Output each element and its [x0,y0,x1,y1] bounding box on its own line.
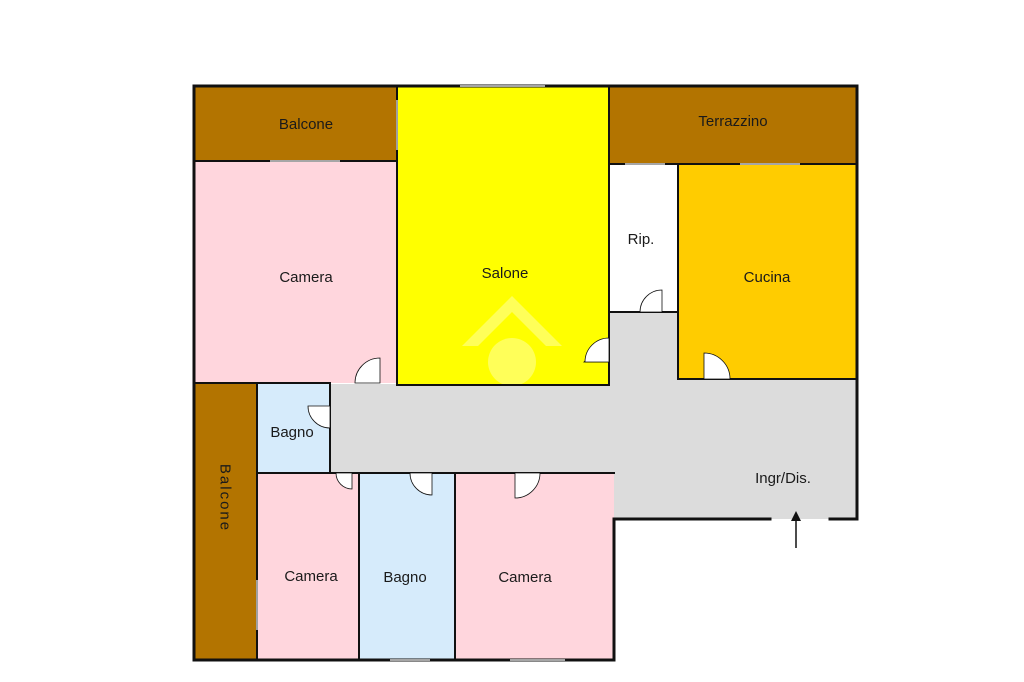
room-bagno-bottom [359,473,455,660]
label-bagno-bottom: Bagno [383,569,426,586]
room-camera-bottom-right [455,473,614,660]
room-camera-bottom-left [257,473,359,660]
room-ripostiglio [609,164,678,312]
watermark-logo-icon [462,296,562,386]
label-camera-top: Camera [279,269,333,286]
room-camera-top [194,161,397,383]
room-ingresso [330,312,857,519]
label-balcone-top: Balcone [279,116,333,133]
room-terrazzino [609,86,857,164]
room-cucina [678,164,857,379]
label-balcone-side: Balcone [217,464,234,532]
label-salone: Salone [482,265,529,282]
label-cucina: Cucina [744,269,791,286]
label-ingresso: Ingr/Dis. [755,470,811,487]
label-bagno-small: Bagno [270,424,313,441]
label-ripostiglio: Rip. [628,231,655,248]
label-terrazzino: Terrazzino [698,113,767,130]
room-balcone-side [194,383,257,660]
label-camera-bottom-right: Camera [498,569,552,586]
room-bagno-small [257,383,330,473]
door-swings [307,289,731,499]
entrance-arrow-icon [791,511,801,548]
room-salone [397,86,609,385]
windows [256,85,800,661]
label-camera-bottom-left: Camera [284,568,338,585]
room-balcone-top [194,86,397,161]
